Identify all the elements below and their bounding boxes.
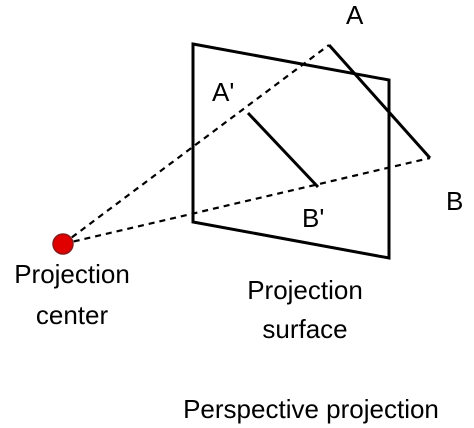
projection-ray-to-b bbox=[62, 156, 431, 246]
label-b-prime: B' bbox=[302, 203, 324, 233]
label-b: B bbox=[446, 186, 463, 216]
segment-a-prime-b-prime bbox=[246, 111, 320, 189]
projection-surface-label-line1: Projection bbox=[247, 275, 363, 305]
projection-center-label-line1: Projection bbox=[14, 259, 130, 289]
projection-ray-to-a bbox=[62, 44, 330, 245]
label-a-prime: A' bbox=[212, 77, 234, 107]
label-a: A bbox=[346, 0, 364, 30]
segment-ab bbox=[327, 44, 432, 159]
projection-surface-label-line2: surface bbox=[262, 314, 347, 344]
projection-center-label-line2: center bbox=[36, 300, 109, 330]
diagram-caption: Perspective projection bbox=[183, 394, 439, 424]
projection-center-point bbox=[52, 233, 74, 255]
projection-surface-plane bbox=[191, 42, 391, 260]
